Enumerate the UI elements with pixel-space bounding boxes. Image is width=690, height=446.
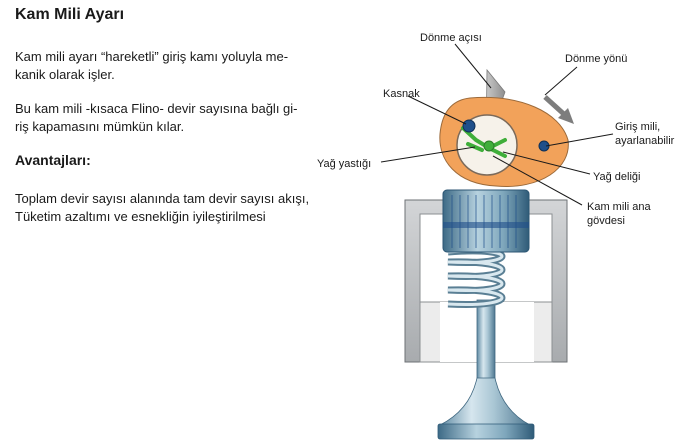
label-oil-hole: Yağ deliği bbox=[593, 171, 641, 183]
label-cam-body-1: Kam mili ana bbox=[587, 201, 651, 213]
advantage-line-2: Tüketim azaltımı ve esnekliğin iyileştir… bbox=[15, 209, 266, 224]
label-rotation-direction: Dönme yönü bbox=[565, 53, 627, 65]
flino-line-1: Bu kam mili -kısaca Flino- devir sayısın… bbox=[15, 101, 298, 116]
label-intake-shaft-1: Giriş mili, bbox=[615, 121, 660, 133]
intro-line-2: kanik olarak işler. bbox=[15, 67, 115, 82]
flino-paragraph: Bu kam mili -kısaca Flino- devir sayısın… bbox=[15, 100, 335, 136]
valve-spring bbox=[447, 247, 506, 309]
flino-line-2: riş kapamasını mümkün kılar. bbox=[15, 119, 185, 134]
label-oil-cushion: Yağ yastığı bbox=[317, 158, 371, 170]
advantages-list: Toplam devir sayısı alanında tam devir s… bbox=[15, 190, 345, 226]
advantages-heading: Avantajları: bbox=[15, 152, 91, 168]
page-title: Kam Mili Ayarı bbox=[15, 6, 125, 23]
leader-lines bbox=[380, 43, 614, 206]
rotation-direction-arrow bbox=[543, 95, 574, 124]
label-intake-shaft-2: ayarlanabilir bbox=[615, 135, 675, 147]
advantage-line-1: Toplam devir sayısı alanında tam devir s… bbox=[15, 191, 310, 206]
intake-shaft-dot bbox=[538, 140, 550, 152]
tappet bbox=[442, 189, 530, 253]
label-cam-body-2: gövdesi bbox=[587, 215, 625, 227]
pulley-dot bbox=[462, 119, 476, 133]
label-rotation-angle: Dönme açısı bbox=[420, 32, 482, 44]
intro-paragraph: Kam mili ayarı “hareketli” giriş kamı yo… bbox=[15, 48, 335, 84]
valve bbox=[437, 299, 535, 440]
intro-line-1: Kam mili ayarı “hareketli” giriş kamı yo… bbox=[15, 49, 289, 64]
label-pulley: Kasnak bbox=[383, 88, 420, 100]
